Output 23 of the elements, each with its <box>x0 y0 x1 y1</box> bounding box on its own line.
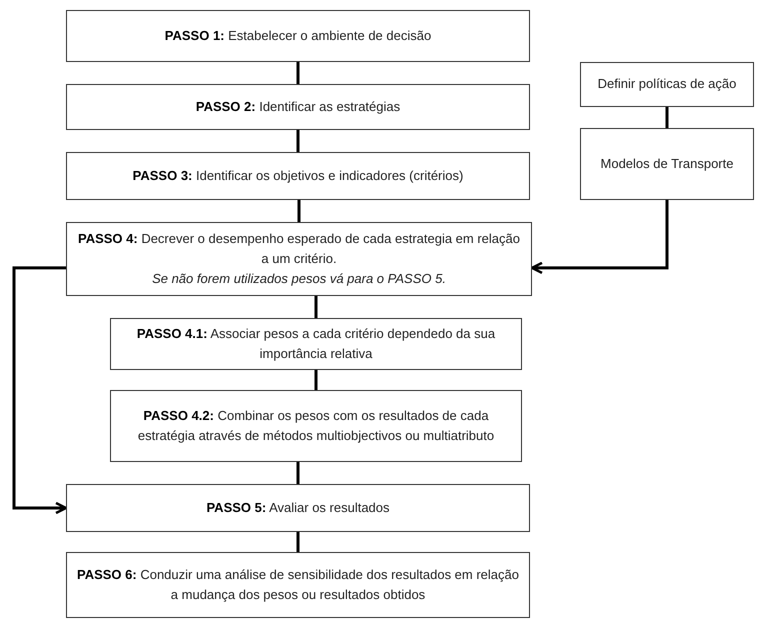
process-box <box>66 10 530 62</box>
note-text: Se não forem utilizados pesos vá para o PASSO 5. <box>152 270 446 288</box>
process-box <box>580 128 754 200</box>
process-box <box>66 552 530 618</box>
step-text: PASSO 2: Identificar as estratégias <box>196 98 400 116</box>
step-text: PASSO 6: Conduzir uma análise de sensibilidade dos resultados em relação a mudança dos pesos ou resultados obtidos <box>76 566 520 604</box>
step-text: Modelos de Transporte <box>600 154 734 173</box>
process-box <box>66 222 532 296</box>
step-text: PASSO 4: Decrever o desempenho esperado de cada estrategia em relação a um critério. <box>76 230 521 268</box>
process-box <box>110 318 522 370</box>
step-text: PASSO 1: Estabelecer o ambiente de decisão <box>164 26 432 45</box>
process-box <box>66 84 530 130</box>
step-text: PASSO 3: Identificar os objetivos e indicadores (critérios) <box>132 166 464 185</box>
step-text: Definir políticas de ação <box>598 75 736 94</box>
step-text: PASSO 4.1: Associar pesos a cada critério dependedo da sua importância relativa <box>136 324 496 363</box>
connector-arrow <box>530 200 668 274</box>
process-box <box>110 390 522 462</box>
connector-arrow <box>12 266 68 514</box>
step-text: PASSO 4.2: Combinar os pesos com os resultados de cada estratégia através de métodos multiobjectivos ou multiatributo <box>136 406 496 445</box>
process-box <box>66 484 530 532</box>
process-box <box>66 152 530 200</box>
process-box <box>580 62 754 107</box>
step-text: PASSO 5: Avaliar os resultados <box>206 498 390 517</box>
